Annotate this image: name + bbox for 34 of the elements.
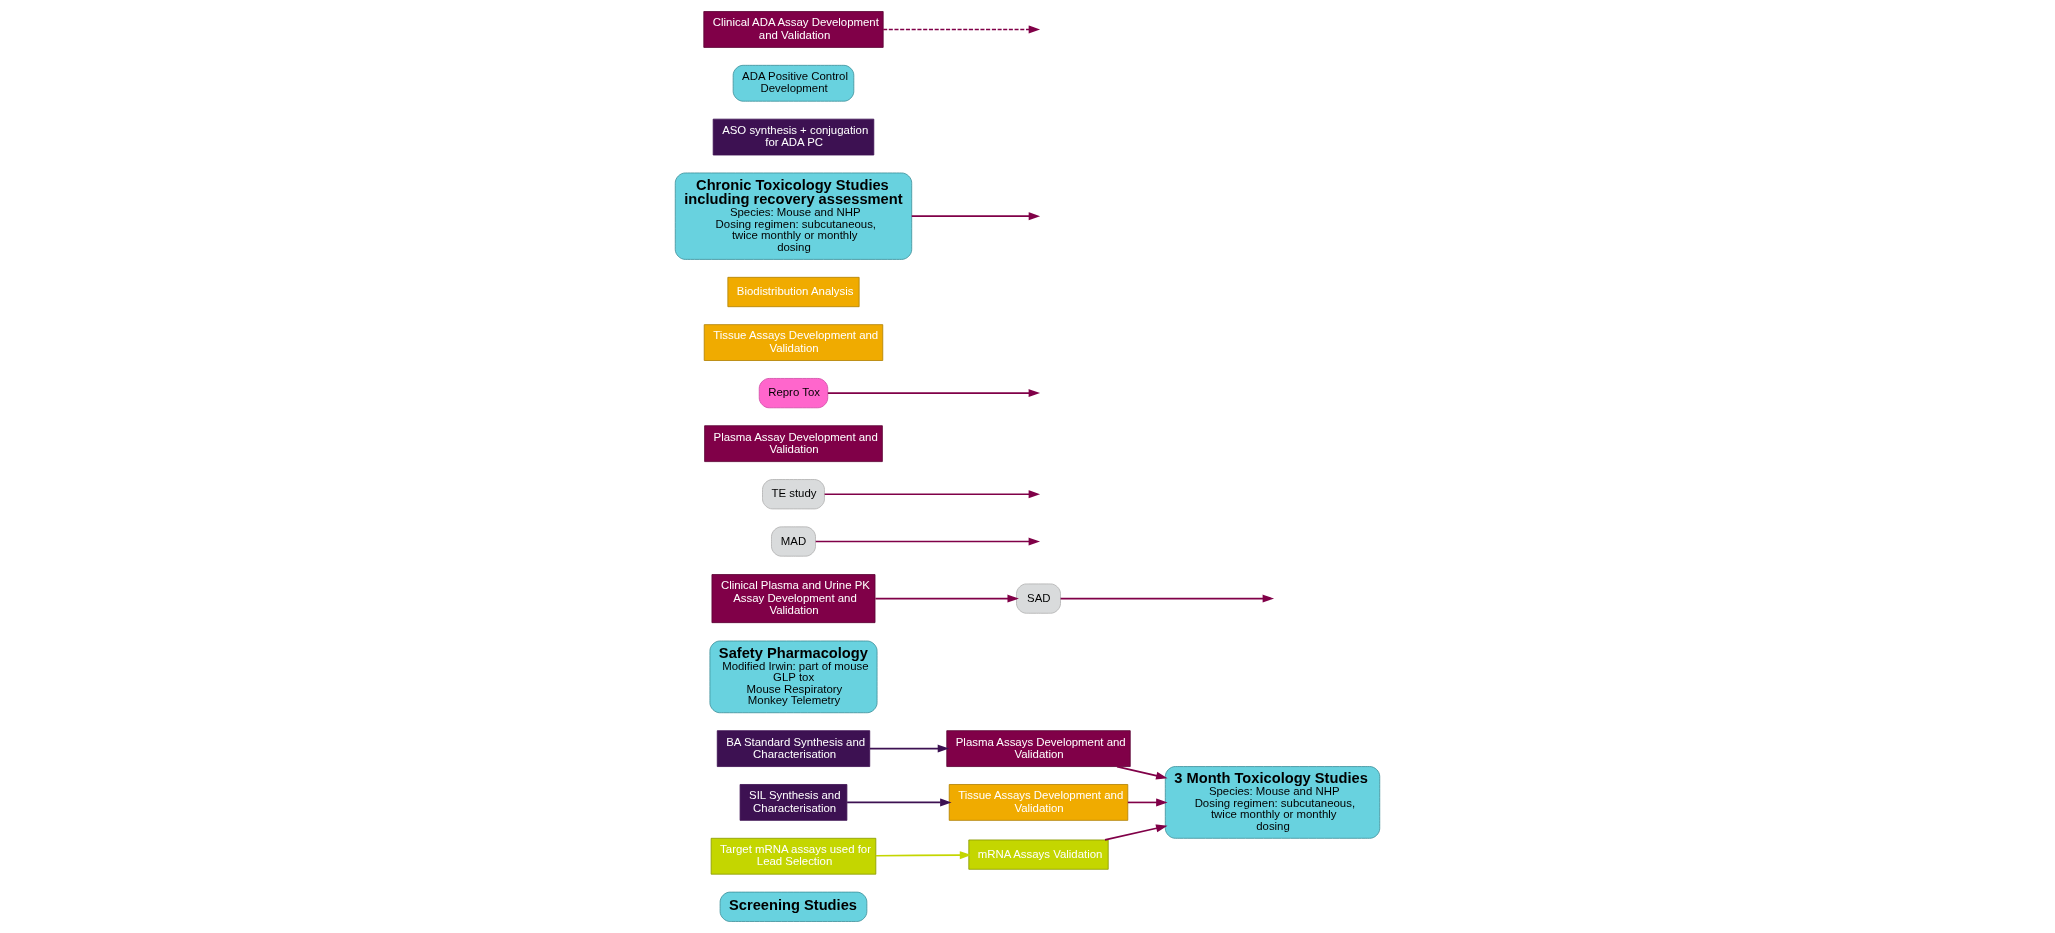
node-box: SAD [1016, 583, 1061, 614]
node-box: BA Standard Synthesis and Characterisation [716, 730, 871, 767]
node-box: Plasma Assay Development and Validation [704, 425, 883, 463]
arrow [823, 490, 1041, 499]
node-box: Chronic Toxicology Studies including recovery assessment Species: Mouse and NHP Dosing regimen: subcutaneous, twice monthly or monthly dosing [674, 172, 913, 260]
node-box: Clinical Plasma and Urine PK Assay Development and Validation [711, 574, 876, 624]
arrow [1104, 824, 1168, 841]
arrow [827, 389, 1041, 398]
arrow [874, 594, 1019, 603]
node-box: Biodistribution Analysis [727, 276, 860, 308]
node-box: Target mRNA assays used for Lead Selection [710, 837, 877, 875]
arrow [1059, 594, 1275, 603]
node-box: Plasma Assays Development and Validation [946, 730, 1131, 767]
node-box: Repro Tox [758, 378, 829, 409]
arrow [1127, 798, 1168, 807]
node-box: Clinical ADA Assay Development and Validation [703, 11, 884, 48]
node-box: Screening Studies [719, 891, 868, 922]
arrow [882, 25, 1041, 34]
node-box: ASO synthesis + conjugation for ADA PC [712, 118, 875, 156]
arrow [814, 537, 1041, 546]
node-box: 3 Month Toxicology Studies Species: Mouse and NHP Dosing regimen: subcutaneous, twice monthly or monthly dosing [1164, 766, 1381, 839]
node-box: ADA Positive Control Development [732, 64, 855, 102]
node-box: Tissue Assays Development and Validation [703, 324, 884, 361]
node-box: TE study [762, 479, 825, 510]
arrow [1116, 765, 1168, 780]
node-box: Tissue Assays Development and Validation [948, 784, 1129, 821]
node-box: SIL Synthesis and Characterisation [739, 784, 848, 821]
node-box: MAD [771, 526, 816, 557]
node-box: Safety Pharmacology Modified Irwin: part of mouse GLP tox Mouse Respiratory Monkey Telemetry [709, 640, 878, 714]
arrow [875, 851, 972, 860]
arrow [846, 798, 952, 807]
arrow [869, 744, 950, 753]
node-box: mRNA Assays Validation [968, 839, 1109, 870]
arrow [910, 212, 1041, 221]
